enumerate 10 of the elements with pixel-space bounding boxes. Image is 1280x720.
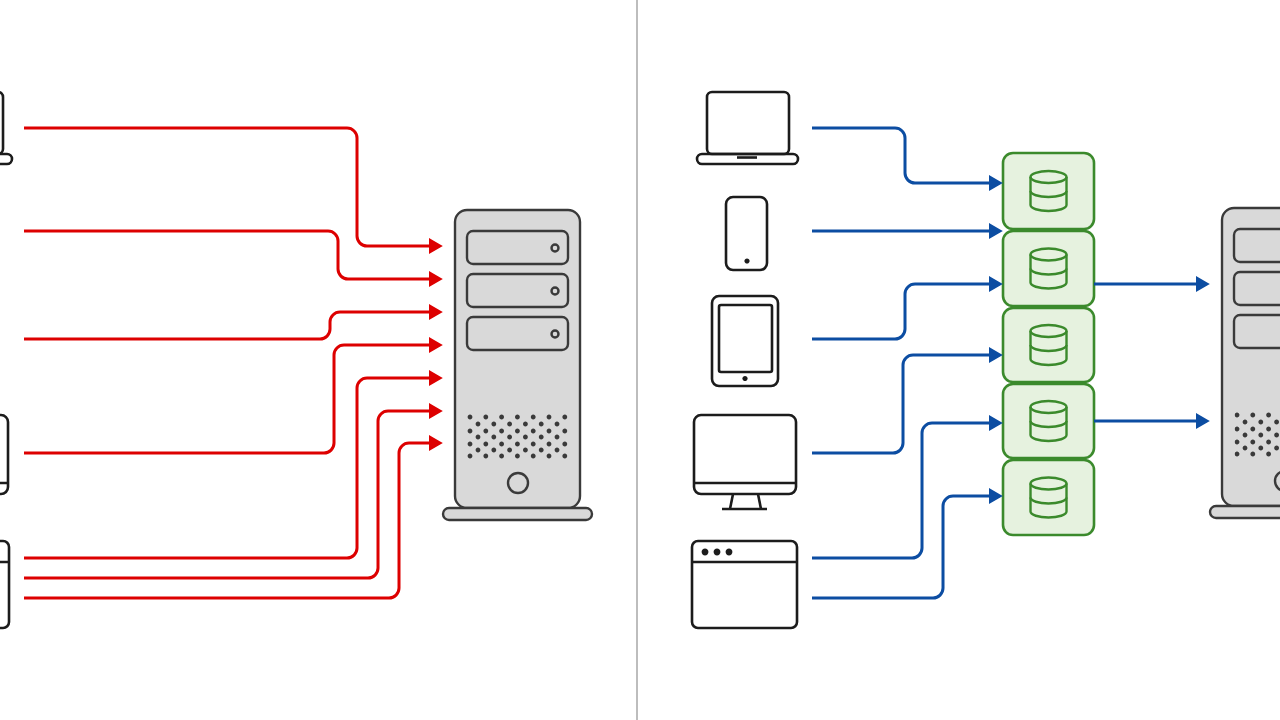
server-icon: [1208, 206, 1280, 520]
monitor-icon: [692, 413, 798, 511]
laptop-icon: [695, 90, 800, 166]
monitor-icon: [0, 413, 10, 496]
phone-icon: [724, 195, 769, 272]
browser-window-icon: [690, 539, 799, 630]
laptop-icon: [0, 90, 14, 166]
browser-window-icon: [0, 539, 11, 630]
server-icon: [441, 208, 594, 522]
tablet-icon: [710, 294, 780, 388]
